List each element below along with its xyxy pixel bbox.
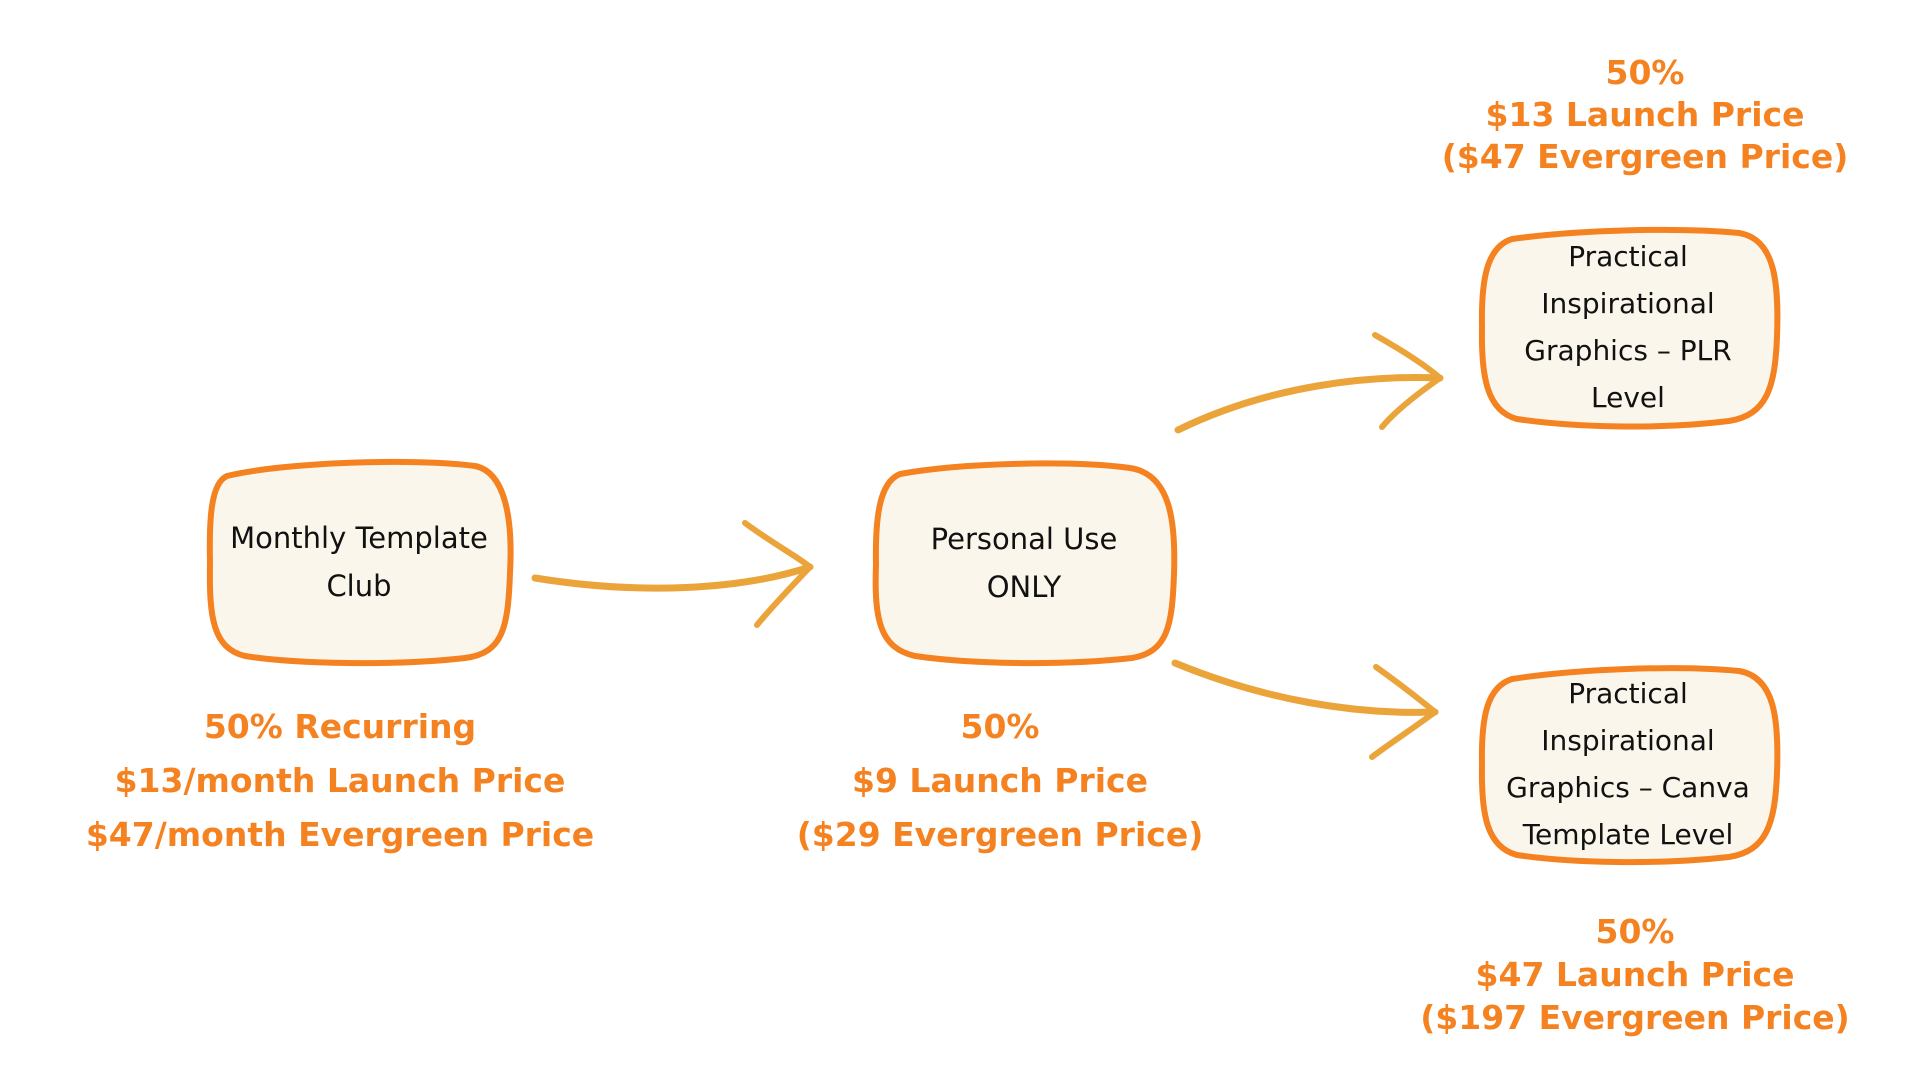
evergreen-price-label: $47/month Evergreen Price [85,815,595,854]
launch-price-label: $13/month Launch Price [114,761,566,800]
evergreen-price-label: ($29 Evergreen Price) [796,815,1204,854]
node-label-line: Graphics – PLR [1524,334,1732,367]
arrow-club-to-personal [531,520,814,628]
price-block-canva-level: 50% $47 Launch Price ($197 Evergreen Pri… [1410,910,1860,1039]
node-label-line: Graphics – Canva [1506,771,1750,804]
node-label-line: Template Level [1522,818,1734,851]
price-block-plr-level: 50% $13 Launch Price ($47 Evergreen Pric… [1425,52,1865,178]
commission-label: 50% [1605,53,1685,92]
node-outline [1478,226,1781,430]
commission-label: 50% Recurring [203,707,477,746]
node-outline [206,458,514,667]
node-label-line: Practical [1568,677,1688,710]
node-label-line: Personal Use [930,521,1118,556]
node-label-line: Club [326,568,392,603]
launch-price-label: $47 Launch Price [1475,955,1795,994]
node-label-line: Practical [1568,240,1688,273]
launch-price-label: $13 Launch Price [1485,95,1805,134]
arrow-personal-to-plr [1174,332,1444,434]
evergreen-price-label: ($47 Evergreen Price) [1441,137,1849,176]
price-block-personal-use: 50% $9 Launch Price ($29 Evergreen Price… [790,700,1210,862]
node-label-line: ONLY [986,569,1062,604]
node-outline [1478,665,1781,866]
price-block-monthly-club: 50% Recurring $13/month Launch Price $47… [80,700,600,862]
node-plr-level: Practical Inspirational Graphics – PLR L… [1477,226,1781,430]
arrow-personal-to-canva [1171,659,1439,760]
node-personal-use-only: Personal Use ONLY [870,460,1178,667]
node-outline [872,460,1178,667]
node-label-line: Monthly Template [230,520,488,555]
launch-price-label: $9 Launch Price [852,761,1148,800]
node-label-line: Inspirational [1541,724,1715,757]
commission-label: 50% [1595,912,1675,951]
commission-label: 50% [960,707,1040,746]
node-label-line: Inspirational [1541,287,1715,320]
node-monthly-template-club: Monthly Template Club [205,458,514,667]
node-canva-template-level: Practical Inspirational Graphics – Canva… [1477,665,1781,866]
node-label-line: Level [1591,381,1665,414]
evergreen-price-label: ($197 Evergreen Price) [1420,998,1850,1037]
